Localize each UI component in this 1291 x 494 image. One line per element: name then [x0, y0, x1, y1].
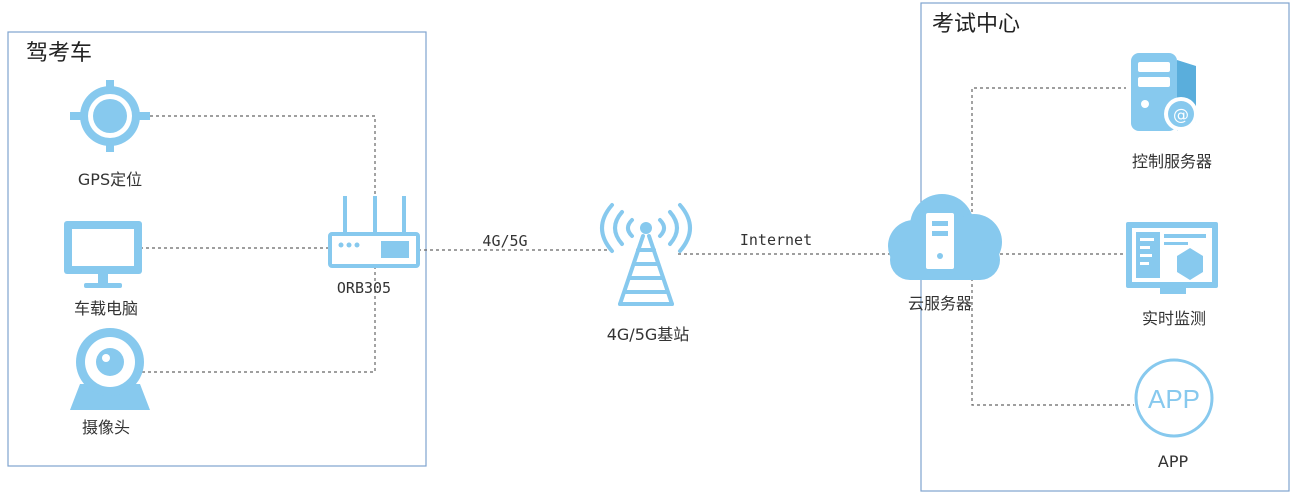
center-group-title: 考试中心 — [932, 12, 1021, 37]
monitor-icon — [64, 221, 142, 288]
app-circle-icon: APP — [1134, 358, 1214, 438]
tower-label: 4G/5G基站 — [606, 325, 690, 344]
app-icon-text: APP — [1148, 384, 1200, 414]
link-router-tower-label: 4G/5G — [482, 232, 528, 250]
connector-lines — [136, 87, 1134, 406]
computer-label: 车载电脑 — [73, 299, 139, 318]
car-group-title: 驾考车 — [26, 41, 93, 66]
cell-tower-icon — [600, 203, 692, 306]
gps-label: GPS定位 — [77, 170, 143, 189]
app-label: APP — [1157, 452, 1189, 471]
monitor-label: 实时监测 — [1141, 309, 1207, 328]
cloud-server-icon — [888, 194, 1002, 280]
camera-label: 摄像头 — [81, 418, 131, 437]
link-branch-control — [971, 87, 1126, 254]
router-label: ORB305 — [336, 279, 392, 297]
svg-text:@: @ — [1173, 105, 1189, 124]
link-branch-app — [971, 254, 1134, 406]
cloud-label: 云服务器 — [907, 294, 973, 313]
server-icon: @ — [1131, 53, 1198, 131]
gps-target-icon — [70, 80, 150, 152]
car-group-box — [7, 31, 427, 467]
link-gps-router — [150, 115, 376, 232]
dashboard-icon — [1126, 222, 1218, 294]
control-label: 控制服务器 — [1131, 152, 1213, 171]
link-camera-router — [136, 266, 376, 373]
webcam-icon — [70, 328, 150, 410]
link-tower-cloud-label: Internet — [739, 231, 813, 249]
router-icon — [328, 196, 420, 268]
